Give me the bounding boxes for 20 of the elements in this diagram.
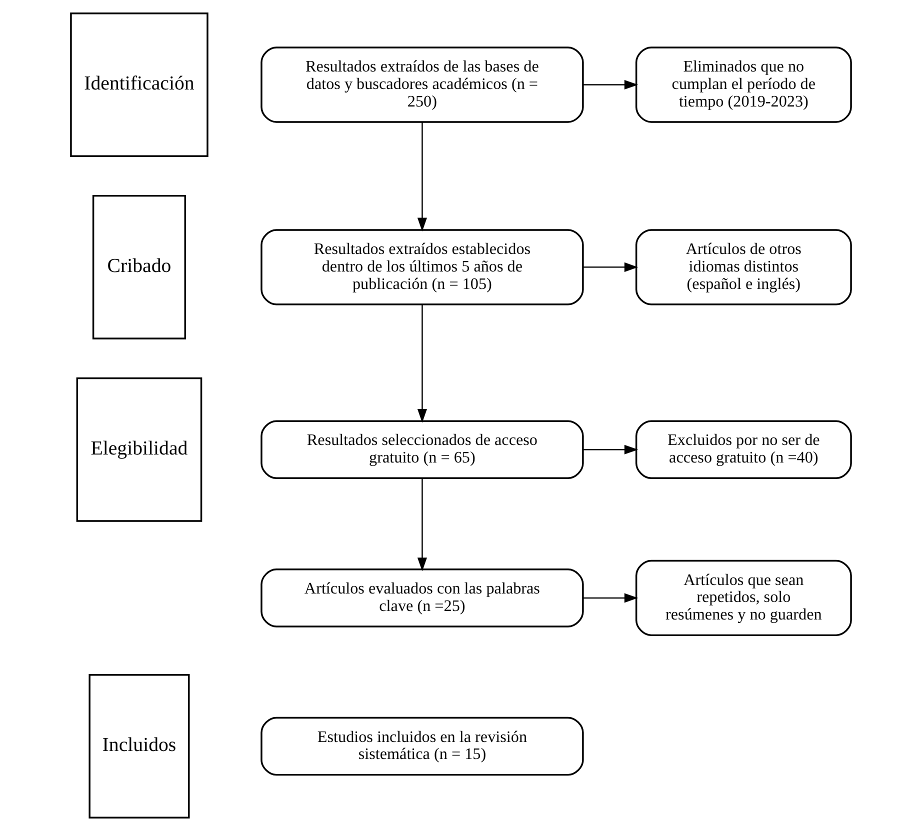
node-box: Eliminados que no cumplan el período de tiempo (2019-2023) [634, 46, 852, 123]
node-box: Incluidos [88, 674, 190, 818]
node-box: Resultados seleccionados de acceso gratuito (n = 65) [260, 420, 584, 480]
node-box: Artículos que sean repetidos, solo resúmenes y no guarden [634, 560, 852, 636]
node-box: Artículos de otros idiomas distintos (español e inglés) [634, 229, 852, 306]
node-box: Excluidos por no ser de acceso gratuito (n =40) [634, 420, 852, 480]
arrow [582, 262, 638, 272]
node-box: Estudios incluidos en la revisión sistemática (n = 15) [260, 716, 584, 776]
arrow [416, 122, 426, 232]
arrow [582, 80, 638, 90]
arrow [416, 304, 426, 423]
arrow [416, 478, 426, 572]
node-box: Elegibilidad [76, 377, 202, 522]
node-box: Artículos evaluados con las palabras clave (n =25) [260, 568, 584, 628]
node-box: Resultados extraídos establecidos dentro de los últimos 5 años de publicación (n = 105) [260, 229, 584, 306]
arrow [582, 444, 638, 454]
node-box: Identificación [70, 12, 208, 157]
node-box: Cribado [92, 194, 186, 340]
node-box: Resultados extraídos de las bases de datos y buscadores académicos (n = 250) [260, 46, 584, 123]
arrow [582, 593, 638, 603]
